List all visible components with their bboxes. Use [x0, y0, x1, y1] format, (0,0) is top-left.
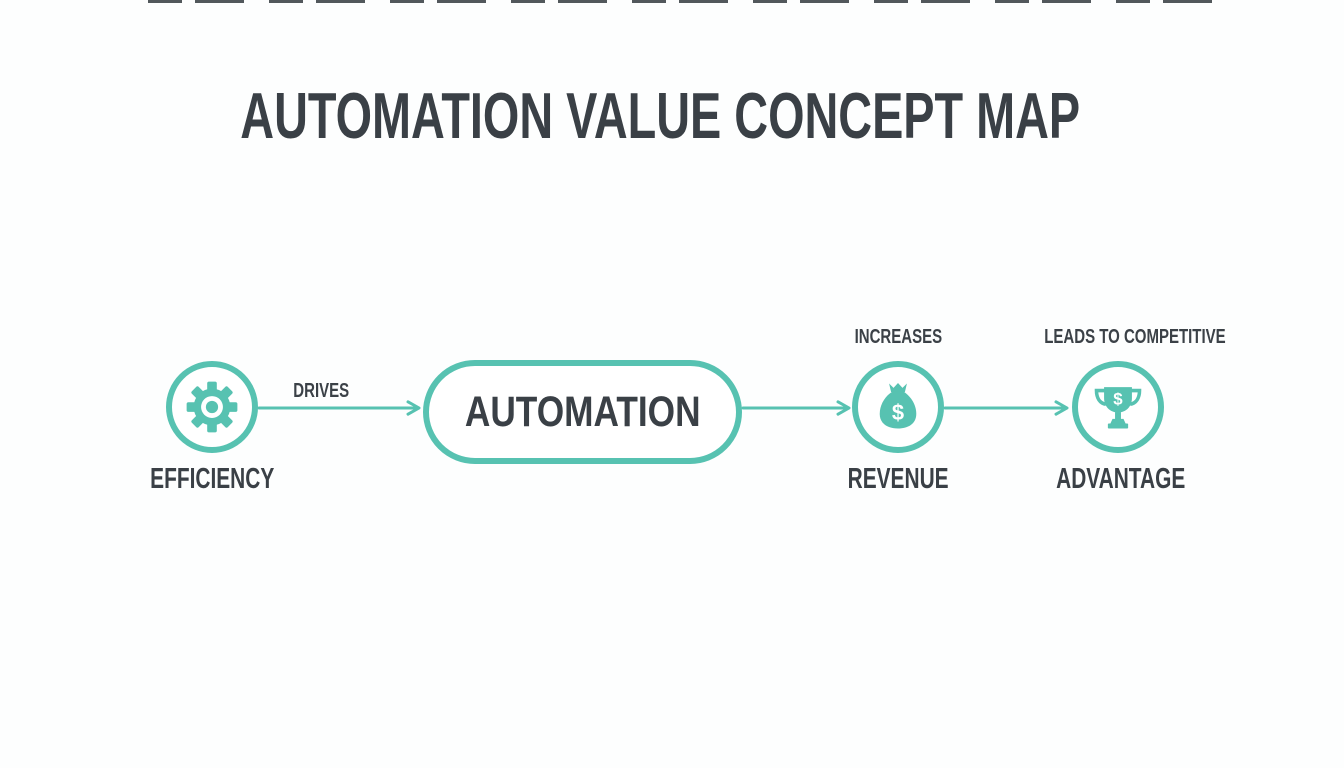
gear-icon — [186, 381, 238, 433]
dollar-glyph: $ — [892, 400, 904, 425]
page-title-text: AUTOMATION VALUE CONCEPT MAP — [240, 79, 1080, 152]
dollar-glyph: $ — [1113, 389, 1123, 408]
label-revenue: REVENUE — [847, 463, 949, 495]
label-efficiency: EFFICIENCY — [149, 463, 275, 495]
label-drives: DRIVES — [293, 380, 349, 402]
label-advantage: ADVANTAGE — [1056, 463, 1186, 495]
label-increases: INCREASES — [854, 326, 942, 348]
node-revenue: $ — [852, 361, 944, 453]
money-bag-icon: $ — [879, 383, 917, 429]
label-leads-to-competitive: LEADS TO COMPETITIVE — [1044, 326, 1226, 348]
node-automation: AUTOMATION — [423, 360, 742, 464]
arrow-drives — [257, 400, 421, 416]
page-title: AUTOMATION VALUE CONCEPT MAP — [0, 83, 1332, 148]
top-crop-artifact — [148, 0, 1232, 3]
arrow-leads-to — [943, 400, 1069, 416]
trophy-icon: $ — [1094, 387, 1142, 429]
node-efficiency — [166, 361, 258, 453]
node-advantage: $ — [1072, 361, 1164, 453]
arrow-increases — [741, 400, 851, 416]
